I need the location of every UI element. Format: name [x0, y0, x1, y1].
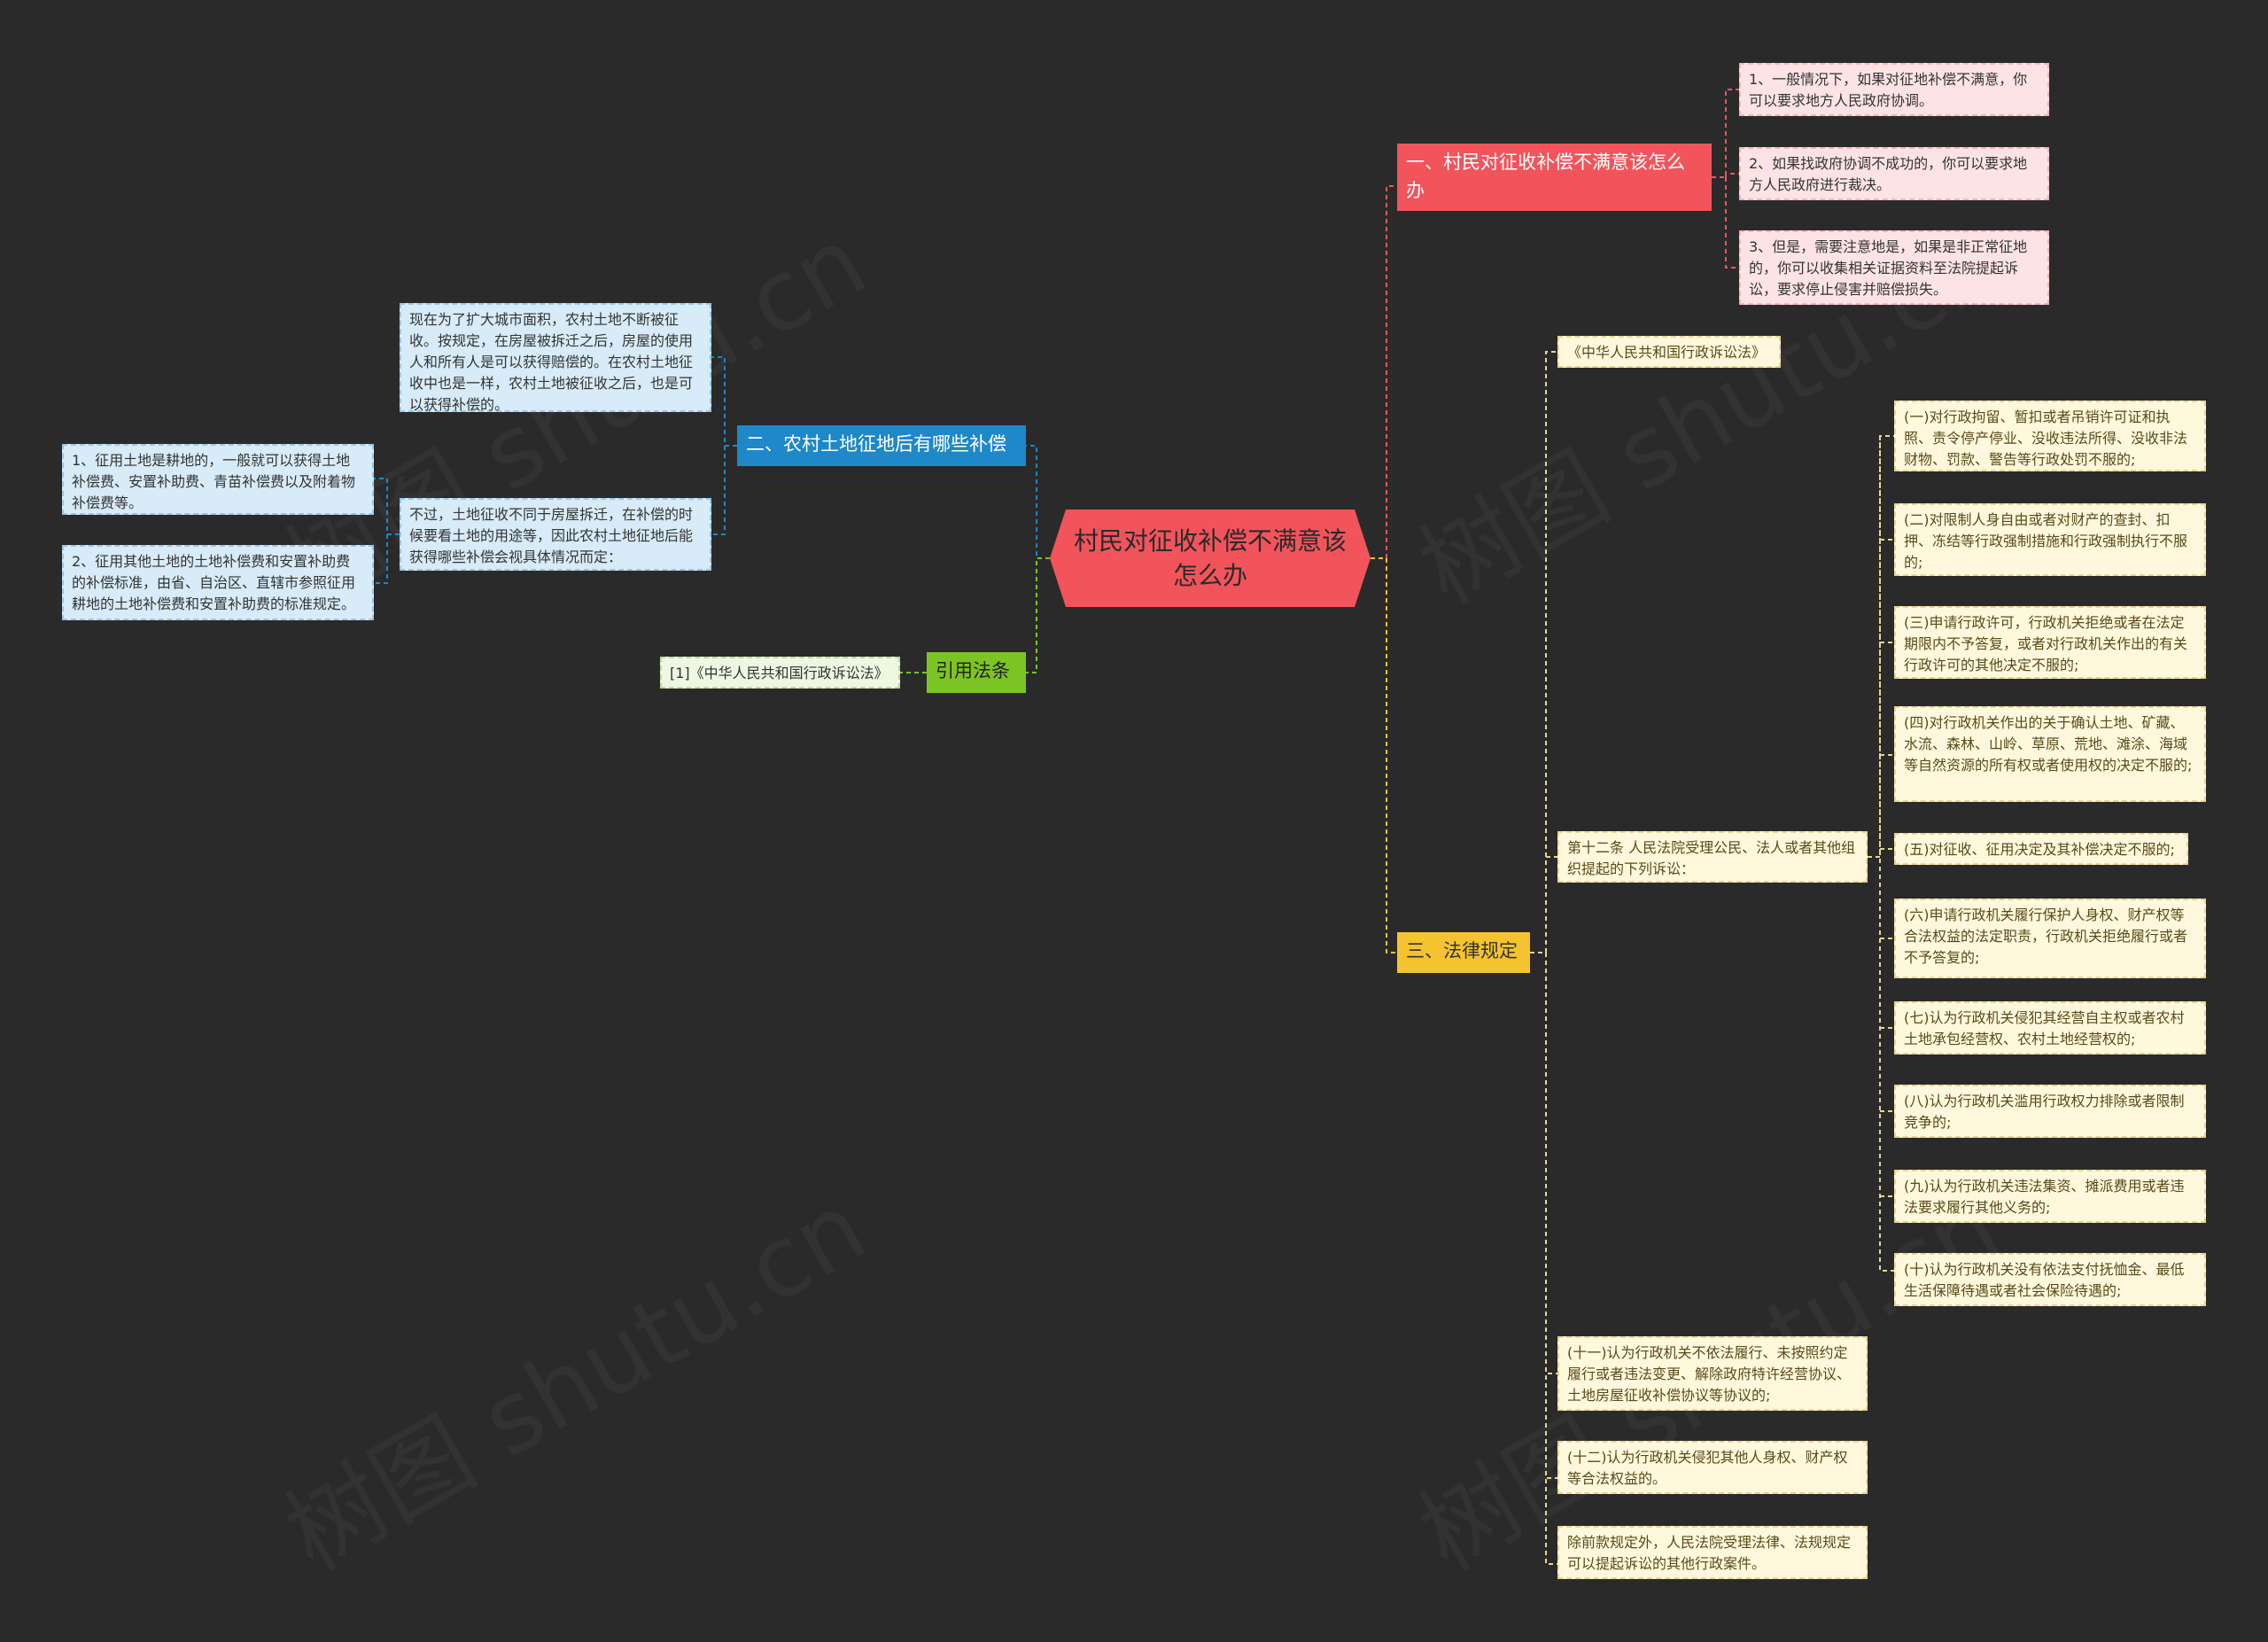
clause-1[interactable]: (一)对行政拘留、暂扣或者吊销许可证和执照、责令停产停业、没收违法所得、没收非法…	[1894, 401, 2206, 471]
clause-2[interactable]: (二)对限制人身自由或者对财产的查封、扣押、冻结等行政强制措施和行政强制执行不服…	[1894, 503, 2206, 576]
clause-6[interactable]: (六)申请行政机关履行保护人身权、财产权等合法权益的法定职责，行政机关拒绝履行或…	[1894, 899, 2206, 978]
root-topic[interactable]: 村民对征收补偿不满意该怎么办	[1050, 510, 1371, 607]
clause-12[interactable]: (十二)认为行政机关侵犯其他人身权、财产权等合法权益的。	[1557, 1441, 1868, 1494]
clause-3[interactable]: (三)申请行政许可，行政机关拒绝或者在法定期限内不予答复，或者对行政机关作出的有…	[1894, 606, 2206, 679]
leaf-law-title[interactable]: 《中华人民共和国行政诉讼法》	[1557, 336, 1781, 368]
clause-8[interactable]: (八)认为行政机关滥用行政权力排除或者限制竞争的;	[1894, 1085, 2206, 1138]
clause-9[interactable]: (九)认为行政机关违法集资、摊派费用或者违法要求履行其他义务的;	[1894, 1170, 2206, 1223]
leaf-step-3[interactable]: 3、但是，需要注意地是，如果是非正常征地的，你可以收集相关证据资料至法院提起诉讼…	[1739, 230, 2049, 305]
leaf-intro[interactable]: 现在为了扩大城市面积，农村土地不断被征收。按规定，在房屋被拆迁之后，房屋的使用人…	[400, 303, 711, 413]
leaf-step-1[interactable]: 1、一般情况下，如果对征地补偿不满意，你可以要求地方人民政府协调。	[1739, 63, 2049, 116]
watermark: 树图 shutu.cn	[256, 1150, 887, 1596]
clause-4[interactable]: (四)对行政机关作出的关于确认土地、矿藏、水流、森林、山岭、草原、荒地、滩涂、海…	[1894, 706, 2206, 802]
leaf-note[interactable]: 不过，土地征收不同于房屋拆迁，在补偿的时候要看土地的用途等，因此农村土地征地后能…	[400, 498, 711, 571]
clause-7[interactable]: (七)认为行政机关侵犯其经营自主权或者农村土地承包经营权、农村土地经营权的;	[1894, 1001, 2206, 1054]
clause-11[interactable]: (十一)认为行政机关不依法履行、未按照约定履行或者违法变更、解除政府特许经营协议…	[1557, 1336, 1868, 1411]
leaf-other-land[interactable]: 2、征用其他土地的土地补偿费和安置补助费的补偿标准，由省、自治区、直辖市参照征用…	[62, 545, 374, 620]
clause-extra[interactable]: 除前款规定外，人民法院受理法律、法规规定可以提起诉讼的其他行政案件。	[1557, 1526, 1868, 1579]
clause-5[interactable]: (五)对征收、征用决定及其补偿决定不服的;	[1894, 833, 2188, 865]
leaf-cited-law[interactable]: [1]《中华人民共和国行政诉讼法》	[660, 657, 900, 689]
branch-compensation-types[interactable]: 二、农村土地征地后有哪些补偿	[737, 425, 1026, 466]
branch-cited-law[interactable]: 引用法条	[927, 652, 1026, 693]
clause-10[interactable]: (十)认为行政机关没有依法支付抚恤金、最低生活保障待遇或者社会保险待遇的;	[1894, 1253, 2206, 1306]
branch-legal-provisions[interactable]: 三、法律规定	[1397, 932, 1530, 973]
leaf-article-12[interactable]: 第十二条 人民法院受理公民、法人或者其他组织提起的下列诉讼：	[1557, 831, 1868, 883]
branch-complaint-handling[interactable]: 一、村民对征收补偿不满意该怎么办	[1397, 144, 1712, 211]
leaf-farmland[interactable]: 1、征用土地是耕地的，一般就可以获得土地补偿费、安置补助费、青苗补偿费以及附着物…	[62, 444, 374, 515]
leaf-step-2[interactable]: 2、如果找政府协调不成功的，你可以要求地方人民政府进行裁决。	[1739, 147, 2049, 200]
